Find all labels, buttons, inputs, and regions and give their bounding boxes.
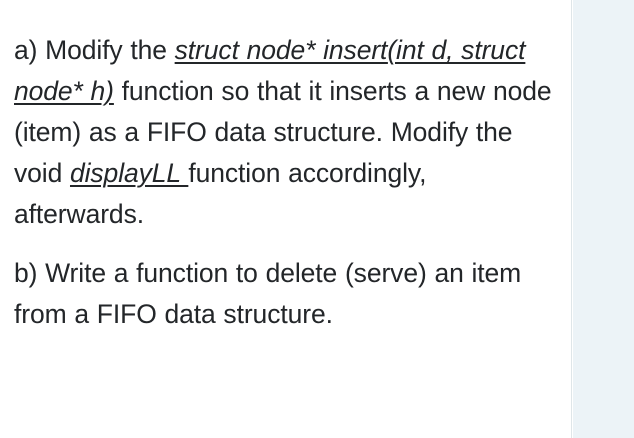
right-side-panel	[573, 0, 634, 438]
question-b-paragraph: b) Write a function to delete (serve) an…	[14, 258, 522, 329]
code-reference-insert-signature-part2: (int d, struct node* h)	[14, 35, 526, 106]
code-reference-displayll: displayLL	[69, 158, 189, 188]
question-text-block: a) Modify the struct node* insert(int d,…	[14, 30, 554, 335]
code-reference-insert-signature-part1: struct node* insert	[174, 35, 388, 65]
question-a-suffix-text: function accordingly, afterwards.	[14, 158, 427, 229]
document-content-column: a) Modify the struct node* insert(int d,…	[14, 0, 572, 438]
question-a-paragraph: a) Modify the struct node* insert(int d,…	[14, 30, 554, 235]
question-a-prefix-text: a) Modify the	[14, 35, 175, 65]
question-a-middle-text: function so that it inserts a new node (…	[14, 76, 552, 188]
